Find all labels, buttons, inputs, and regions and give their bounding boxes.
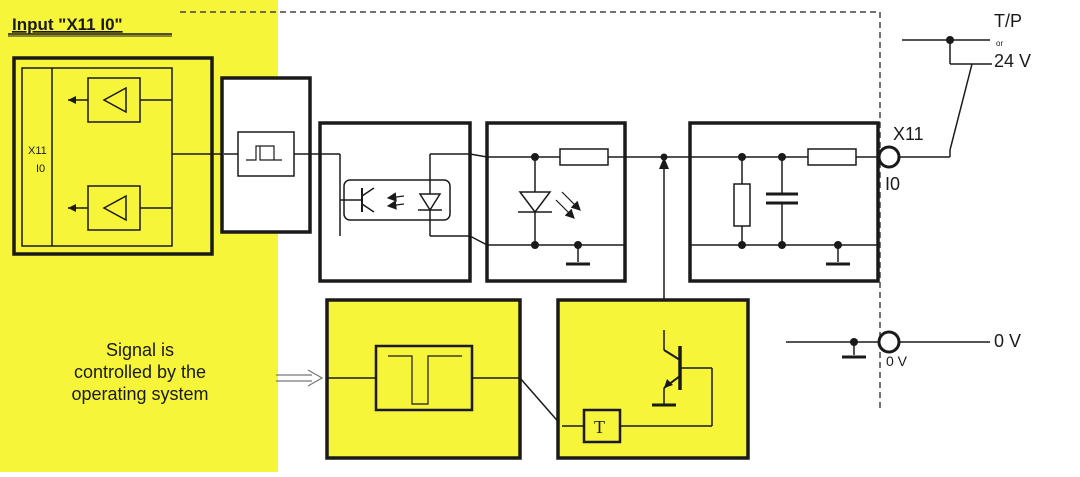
timer-box xyxy=(582,408,622,444)
input-amplifier-block: X11 I0 xyxy=(12,56,224,256)
zero-volt-side-label: 0 V xyxy=(886,353,908,369)
transistor-switch-block: T xyxy=(556,298,750,460)
x11-terminal xyxy=(877,145,901,169)
optocoupler-block xyxy=(318,121,472,283)
zero-volt-terminal-group: 0 V 0 V xyxy=(786,330,1021,369)
i0-label: I0 xyxy=(885,174,900,194)
timer-label: T xyxy=(594,417,605,437)
bus-opto-led-low xyxy=(469,235,488,246)
x11-label: X11 xyxy=(893,124,924,144)
bus-opto-led xyxy=(469,153,488,158)
zero-volt-terminal xyxy=(877,330,901,354)
supply-switch: T/P or 24 V xyxy=(902,11,1031,157)
rc-filter-block xyxy=(625,121,880,283)
note-line-1: Signal is xyxy=(106,340,174,360)
note-line-3: operating system xyxy=(71,384,208,404)
test-pulse-block xyxy=(325,298,563,460)
dashed-boundary xyxy=(180,11,881,410)
schmitt-trigger-block xyxy=(220,76,320,234)
zero-volt-line-label: 0 V xyxy=(994,331,1021,351)
or-label: or xyxy=(996,39,1003,48)
block-label-i0: I0 xyxy=(36,163,45,175)
note-line-2: controlled by the xyxy=(74,362,206,382)
led-indicator-block xyxy=(485,121,627,283)
block-label-x11: X11 xyxy=(28,145,47,157)
hollow-arrow xyxy=(276,369,324,387)
panel-title: Input "X11 I0" xyxy=(12,15,123,34)
v24-label: 24 V xyxy=(994,51,1031,71)
tp-label: T/P xyxy=(994,11,1022,31)
